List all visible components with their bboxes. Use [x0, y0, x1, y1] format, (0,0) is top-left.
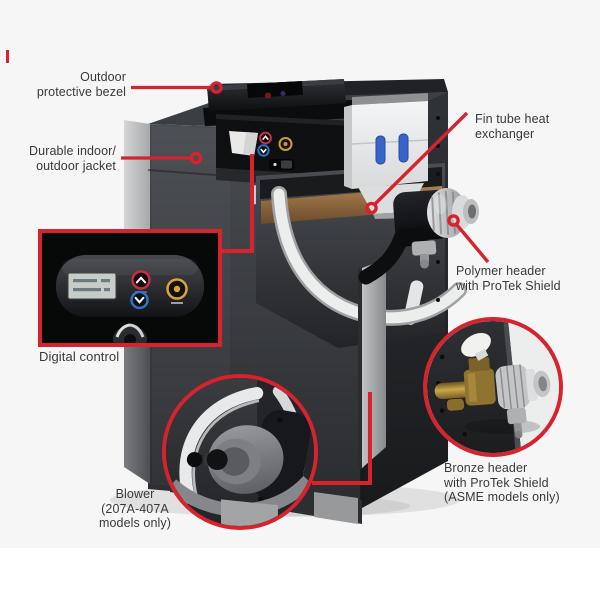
union-nut-highlight [434, 194, 447, 215]
temp-up-button-icon [131, 270, 151, 290]
bolt [277, 416, 283, 423]
bronze-header-inset [423, 317, 563, 457]
callout-line-polymer [455, 223, 490, 264]
callout-label-fin-tube: Fin tube heat exchanger [475, 112, 550, 141]
digital-control-inset [38, 229, 222, 347]
brass-hex [468, 357, 490, 372]
side-panel-holes [436, 116, 440, 302]
callout-label-outdoor-bezel: Outdoor protective bezel [36, 70, 126, 99]
temp-down-button-icon [130, 290, 149, 310]
power-button-dot [283, 142, 288, 146]
bleed-fitting [411, 240, 437, 256]
callout-graphics [121, 81, 490, 485]
housing-arc [179, 387, 264, 504]
red-tick [6, 50, 9, 63]
callout-ring-bezel [210, 81, 223, 94]
blue-clip-right [398, 133, 409, 163]
hole [436, 260, 440, 264]
rocker-dot [273, 162, 277, 167]
bezel-window [247, 81, 303, 98]
sensor-stem [474, 348, 489, 361]
temp-up-chevron [262, 135, 269, 141]
knob-highlight-right [129, 323, 145, 338]
hole [439, 354, 445, 360]
brass-highlight [467, 373, 477, 402]
union-port-bore [538, 376, 548, 392]
rocker-toggle [281, 160, 292, 169]
console-sheen [62, 259, 198, 275]
callout-line-fin-tube [373, 111, 469, 206]
power-label [171, 302, 183, 304]
temp-up-button-icon [259, 131, 272, 145]
callout-label-polymer-header: Polymer header with ProTek Shield [456, 264, 561, 293]
bracket-crease [351, 139, 429, 145]
gray-union-assembly [495, 364, 551, 439]
base-foot-right [314, 492, 358, 524]
chevron-up-icon [135, 276, 147, 284]
callout-label-bronze-header: Bronze header with ProTek Shield (ASME m… [444, 461, 560, 504]
base-block [221, 499, 278, 526]
lcd-text-lines [73, 279, 110, 292]
digital-control-closeup [42, 233, 218, 343]
power-dot [173, 285, 181, 293]
instruction-tag-shade [243, 132, 258, 156]
callout-line-digital-control [222, 154, 254, 253]
union-nut-ribs [431, 190, 463, 236]
hole [436, 298, 440, 302]
panel-holes [435, 354, 468, 437]
callout-ring-jacket [189, 151, 203, 165]
bleed-stem [420, 254, 429, 262]
callout-label-blower: Blower (207A-407A models only) [98, 487, 172, 530]
drain-cap [514, 430, 523, 439]
corner-pillar [362, 259, 386, 468]
lcd-line [73, 279, 97, 283]
lcd-line [73, 288, 101, 292]
callout-line-blower [312, 392, 372, 485]
assembly-shadow [464, 419, 541, 435]
shaft-knob [186, 452, 203, 468]
knob-center [124, 334, 136, 343]
knob-highlight-left [115, 323, 131, 338]
callout-label-durable-jacket: Durable indoor/ outdoor jacket [29, 144, 116, 173]
callout-ring-fin-tube [365, 201, 378, 215]
housing-arc-shade [192, 399, 260, 496]
temp-down-chevron [260, 148, 267, 154]
sensor [461, 332, 491, 361]
bronze-header-closeup [427, 321, 559, 453]
brass-elbow [446, 398, 465, 411]
console-body [56, 255, 204, 317]
bracket-front [352, 101, 428, 189]
hole [439, 408, 445, 413]
bleed-cap [420, 259, 429, 269]
bezel-blue-indicator [280, 91, 286, 96]
blue-clip-left [375, 135, 386, 165]
lcd-line [104, 288, 110, 292]
motor-hub [206, 449, 228, 471]
hole [436, 172, 440, 176]
lcd-line [101, 279, 110, 283]
callout-label-digital-control: Digital control [39, 349, 120, 364]
control-recess-top [216, 114, 352, 126]
temp-down-button-icon [257, 144, 270, 157]
motor-end-inner [219, 447, 250, 476]
blower-inset [162, 374, 318, 530]
bronze-header-assembly [434, 332, 496, 411]
callout-ring-polymer [447, 214, 460, 227]
chevron-down-icon [134, 296, 145, 304]
drain-fitting [506, 407, 527, 425]
left-trim-lower [124, 330, 150, 484]
hole [436, 116, 440, 120]
bezel-red-indicator [265, 92, 271, 99]
drain-stem [513, 423, 523, 434]
hole [462, 431, 468, 437]
bracket-side [344, 105, 352, 189]
union-port-bore [468, 204, 476, 219]
lcd-display [67, 272, 117, 300]
union-ribs [499, 364, 526, 409]
